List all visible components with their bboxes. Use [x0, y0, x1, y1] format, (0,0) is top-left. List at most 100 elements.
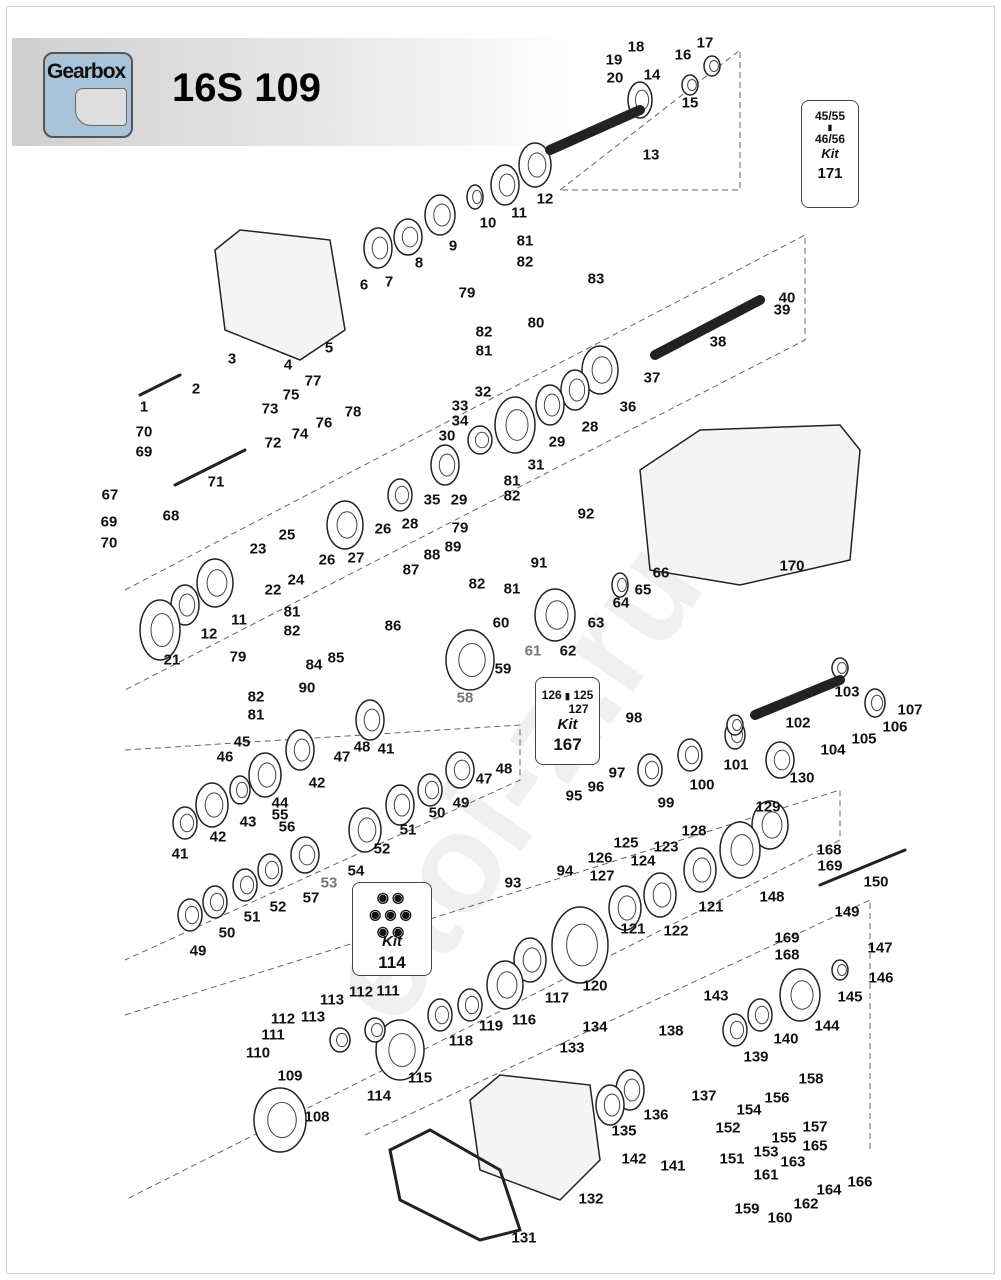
part-label-28[interactable]: 28 — [401, 515, 419, 533]
part-label-82[interactable]: 82 — [475, 323, 493, 341]
part-label-74[interactable]: 74 — [291, 425, 309, 443]
part-label-53[interactable]: 53 — [320, 874, 338, 892]
part-label-92[interactable]: 92 — [577, 505, 595, 523]
part-label-71[interactable]: 71 — [207, 473, 225, 491]
part-label-73[interactable]: 73 — [261, 400, 279, 418]
part-label-115[interactable]: 115 — [407, 1069, 433, 1087]
part-label-65[interactable]: 65 — [634, 581, 652, 599]
part-label-98[interactable]: 98 — [625, 709, 643, 727]
part-label-58[interactable]: 58 — [456, 689, 474, 707]
part-label-135[interactable]: 135 — [611, 1122, 637, 1140]
part-label-79[interactable]: 79 — [458, 284, 476, 302]
part-label-136[interactable]: 136 — [643, 1106, 669, 1124]
part-label-102[interactable]: 102 — [785, 714, 811, 732]
part-label-151[interactable]: 151 — [719, 1150, 745, 1168]
part-label-54[interactable]: 54 — [347, 862, 365, 880]
part-label-145[interactable]: 145 — [837, 988, 863, 1006]
part-label-164[interactable]: 164 — [816, 1181, 842, 1199]
part-label-134[interactable]: 134 — [582, 1018, 608, 1036]
part-label-88[interactable]: 88 — [423, 546, 441, 564]
part-label-90[interactable]: 90 — [298, 679, 316, 697]
part-label-82[interactable]: 82 — [516, 253, 534, 271]
part-label-82[interactable]: 82 — [468, 575, 486, 593]
part-label-52[interactable]: 52 — [373, 840, 391, 858]
part-label-63[interactable]: 63 — [587, 614, 605, 632]
part-label-10[interactable]: 10 — [479, 214, 497, 232]
part-label-1[interactable]: 1 — [139, 398, 149, 416]
part-label-36[interactable]: 36 — [619, 398, 637, 416]
part-label-49[interactable]: 49 — [452, 794, 470, 812]
part-label-78[interactable]: 78 — [344, 403, 362, 421]
part-label-42[interactable]: 42 — [209, 828, 227, 846]
part-label-41[interactable]: 41 — [171, 845, 189, 863]
part-label-81[interactable]: 81 — [503, 472, 521, 490]
part-label-26[interactable]: 26 — [374, 520, 392, 538]
part-label-4[interactable]: 4 — [283, 356, 293, 374]
part-label-153[interactable]: 153 — [753, 1143, 779, 1161]
part-label-5[interactable]: 5 — [324, 339, 334, 357]
part-label-118[interactable]: 118 — [448, 1032, 474, 1050]
part-label-32[interactable]: 32 — [474, 383, 492, 401]
part-label-113[interactable]: 113 — [300, 1008, 326, 1026]
part-label-82[interactable]: 82 — [503, 487, 521, 505]
part-label-9[interactable]: 9 — [448, 237, 458, 255]
part-label-30[interactable]: 30 — [438, 427, 456, 445]
part-label-89[interactable]: 89 — [444, 538, 462, 556]
part-label-155[interactable]: 155 — [771, 1129, 797, 1147]
part-label-35[interactable]: 35 — [423, 491, 441, 509]
part-label-14[interactable]: 14 — [643, 66, 661, 84]
part-label-100[interactable]: 100 — [689, 776, 715, 794]
part-label-94[interactable]: 94 — [556, 862, 574, 880]
part-label-44[interactable]: 44 — [271, 794, 289, 812]
part-label-2[interactable]: 2 — [191, 380, 201, 398]
part-label-157[interactable]: 157 — [802, 1118, 828, 1136]
part-label-120[interactable]: 120 — [582, 977, 608, 995]
part-label-28[interactable]: 28 — [581, 418, 599, 436]
part-label-82[interactable]: 82 — [247, 688, 265, 706]
part-label-43[interactable]: 43 — [239, 813, 257, 831]
part-label-11[interactable]: 11 — [231, 611, 247, 629]
part-label-127[interactable]: 127 — [589, 867, 615, 885]
part-label-3[interactable]: 3 — [227, 350, 237, 368]
part-label-169[interactable]: 169 — [817, 857, 843, 875]
part-label-81[interactable]: 81 — [503, 580, 521, 598]
part-label-75[interactable]: 75 — [282, 386, 300, 404]
part-label-106[interactable]: 106 — [882, 718, 908, 736]
part-label-96[interactable]: 96 — [587, 778, 605, 796]
part-label-139[interactable]: 139 — [743, 1048, 769, 1066]
part-label-51[interactable]: 51 — [399, 821, 417, 839]
part-label-165[interactable]: 165 — [802, 1137, 828, 1155]
part-label-69[interactable]: 69 — [100, 513, 118, 531]
part-label-116[interactable]: 116 — [511, 1011, 537, 1029]
part-label-37[interactable]: 37 — [643, 369, 661, 387]
part-label-108[interactable]: 108 — [304, 1108, 330, 1126]
part-label-150[interactable]: 150 — [863, 873, 889, 891]
part-label-34[interactable]: 34 — [451, 412, 469, 430]
part-label-169[interactable]: 169 — [774, 929, 800, 947]
part-label-126[interactable]: 126 — [587, 849, 613, 867]
part-label-133[interactable]: 133 — [559, 1039, 585, 1057]
part-label-8[interactable]: 8 — [414, 254, 424, 272]
part-label-86[interactable]: 86 — [384, 617, 402, 635]
part-label-121[interactable]: 121 — [620, 920, 646, 938]
part-label-62[interactable]: 62 — [559, 642, 577, 660]
part-label-17[interactable]: 17 — [696, 34, 714, 52]
part-label-138[interactable]: 138 — [658, 1022, 684, 1040]
part-label-79[interactable]: 79 — [451, 519, 469, 537]
part-label-12[interactable]: 12 — [536, 190, 554, 208]
part-label-112[interactable]: 112 — [348, 983, 374, 1001]
part-label-81[interactable]: 81 — [516, 232, 534, 250]
part-label-93[interactable]: 93 — [504, 874, 522, 892]
part-label-107[interactable]: 107 — [897, 701, 923, 719]
part-label-67[interactable]: 67 — [101, 486, 119, 504]
part-label-147[interactable]: 147 — [867, 939, 893, 957]
part-label-77[interactable]: 77 — [304, 372, 322, 390]
part-label-87[interactable]: 87 — [402, 561, 420, 579]
part-label-91[interactable]: 91 — [530, 554, 548, 572]
part-label-20[interactable]: 20 — [606, 69, 624, 87]
part-label-27[interactable]: 27 — [347, 549, 365, 567]
part-label-40[interactable]: 40 — [778, 289, 796, 307]
part-label-15[interactable]: 15 — [681, 94, 699, 112]
part-label-55[interactable]: 55 — [271, 806, 289, 824]
part-label-159[interactable]: 159 — [734, 1200, 760, 1218]
